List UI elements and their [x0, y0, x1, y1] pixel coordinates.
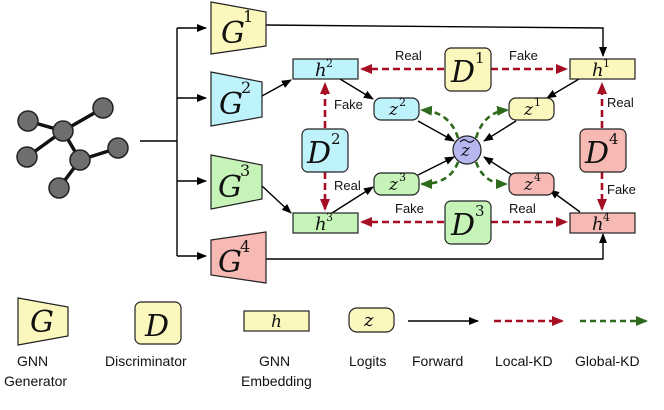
logits-z4: z 4 — [508, 171, 555, 196]
svg-text:G: G — [218, 170, 242, 205]
generator-g3: G 3 — [210, 154, 263, 210]
svg-text:3: 3 — [399, 171, 406, 184]
svg-text:3: 3 — [475, 202, 485, 220]
svg-text:D: D — [144, 309, 169, 344]
legend-embedding: h GNN Embedding — [241, 310, 312, 389]
svg-text:z: z — [388, 100, 399, 120]
embedding-h3: h 3 — [292, 211, 359, 235]
logits-z2: z 2 — [373, 96, 420, 121]
svg-text:Embedding: Embedding — [241, 373, 312, 389]
svg-text:Generator: Generator — [4, 373, 67, 389]
input-graph — [16, 97, 129, 199]
svg-text:Forward: Forward — [412, 353, 463, 369]
svg-text:G: G — [221, 16, 245, 51]
discriminator-d1: D 1 — [444, 47, 492, 92]
svg-text:h: h — [592, 60, 604, 81]
embedding-h1: h 1 — [569, 57, 636, 81]
label-fake-d4: Fake — [607, 182, 636, 197]
svg-text:z: z — [523, 175, 534, 195]
svg-text:D: D — [450, 55, 475, 90]
local-kd-arrows — [320, 64, 607, 227]
svg-text:Local-KD: Local-KD — [495, 353, 553, 369]
aggregated-logits-z-hat: z — [452, 135, 482, 165]
svg-text:1: 1 — [534, 96, 541, 109]
svg-text:h: h — [592, 214, 604, 235]
svg-text:2: 2 — [399, 96, 406, 109]
label-real-d1: Real — [395, 48, 422, 63]
graph-node — [69, 149, 91, 171]
embedding-h4: h 4 — [569, 211, 636, 235]
legend-forward: Forward — [408, 317, 479, 369]
generator-g1: G 1 — [210, 1, 267, 55]
legend-global-kd: Global-KD — [575, 316, 648, 369]
svg-text:1: 1 — [603, 57, 610, 70]
svg-text:1: 1 — [475, 49, 485, 67]
graph-node — [48, 177, 70, 199]
label-real-d4: Real — [607, 95, 634, 110]
svg-text:3: 3 — [326, 211, 333, 224]
svg-text:z: z — [523, 100, 534, 120]
label-real-d2: Real — [334, 178, 361, 193]
svg-text:G: G — [30, 305, 54, 340]
label-fake-d3: Fake — [395, 201, 424, 216]
svg-text:z: z — [363, 310, 374, 331]
generator-g2: G 2 — [210, 71, 263, 127]
svg-text:4: 4 — [603, 211, 610, 224]
label-fake-d1: Fake — [509, 48, 538, 63]
svg-text:GNN: GNN — [17, 353, 48, 369]
discriminator-d3: D 3 — [444, 200, 492, 245]
svg-text:D: D — [450, 208, 475, 243]
svg-text:2: 2 — [326, 57, 333, 70]
legend-local-kd: Local-KD — [494, 316, 564, 369]
svg-text:Global-KD: Global-KD — [575, 353, 640, 369]
legend-discriminator: D Discriminator — [105, 301, 187, 369]
discriminator-d2: D 2 — [301, 128, 349, 173]
graph-node — [92, 97, 114, 119]
svg-text:4: 4 — [609, 130, 619, 148]
discriminator-d4: D 4 — [579, 128, 627, 173]
svg-text:4: 4 — [534, 171, 541, 184]
legend-generator: G GNN Generator — [4, 297, 69, 389]
svg-text:z: z — [388, 175, 399, 195]
global-kd-arrows — [420, 105, 509, 189]
embedding-h2: h 2 — [292, 57, 359, 81]
forward-arrows — [140, 24, 607, 260]
svg-text:4: 4 — [240, 237, 250, 256]
edge-labels: Real Fake Fake Real Fake Real Real Fake — [334, 48, 636, 216]
svg-text:1: 1 — [243, 7, 253, 26]
legend-logits: z Logits — [348, 307, 395, 369]
label-fake-d2: Fake — [334, 97, 363, 112]
graph-node — [17, 110, 39, 132]
graph-node — [16, 146, 38, 168]
svg-text:2: 2 — [331, 130, 341, 148]
legend: G GNN Generator D Discriminator h GNN Em… — [4, 297, 648, 389]
svg-text:D: D — [306, 136, 331, 171]
label-real-d3: Real — [509, 201, 536, 216]
svg-text:Discriminator: Discriminator — [105, 353, 187, 369]
generator-g4: G 4 — [210, 231, 267, 284]
graph-node — [107, 137, 129, 159]
logits-z1: z 1 — [508, 96, 555, 121]
svg-text:h: h — [315, 60, 327, 81]
svg-text:3: 3 — [240, 161, 250, 180]
svg-text:GNN: GNN — [259, 353, 290, 369]
svg-text:G: G — [218, 245, 242, 280]
graph-node — [52, 120, 74, 142]
svg-text:z: z — [460, 141, 471, 161]
svg-text:G: G — [219, 87, 243, 122]
svg-text:D: D — [584, 136, 609, 171]
svg-text:Logits: Logits — [349, 353, 386, 369]
svg-text:2: 2 — [241, 78, 251, 97]
logits-z3: z 3 — [373, 171, 420, 196]
tilde-mark — [459, 139, 475, 143]
svg-text:h: h — [271, 312, 282, 332]
svg-text:h: h — [315, 214, 327, 235]
